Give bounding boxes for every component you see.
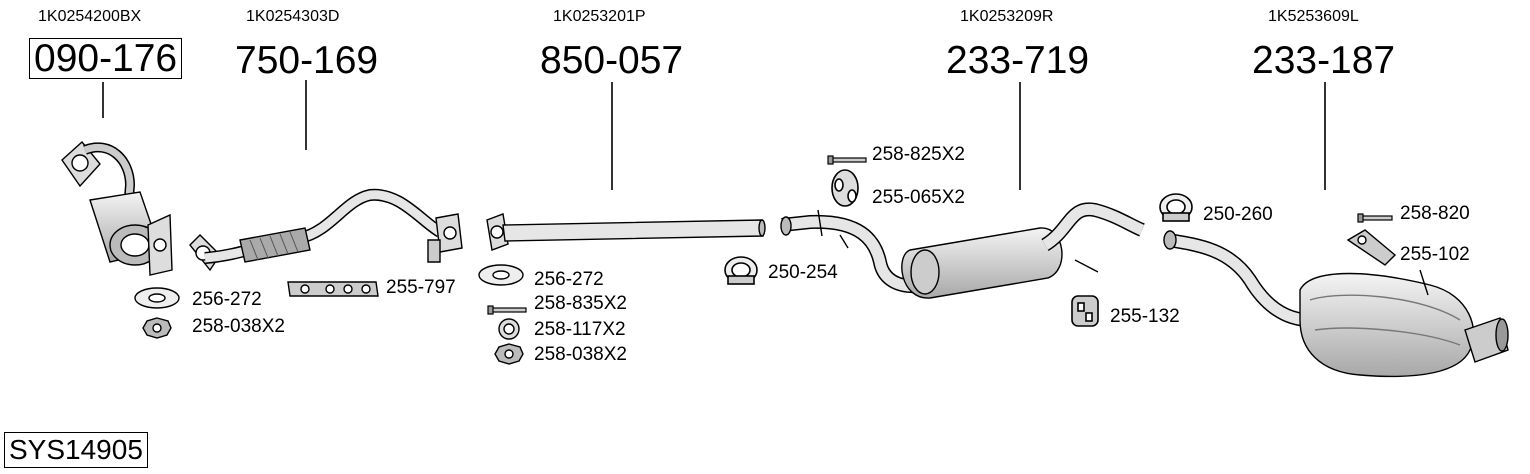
label-nut-2[interactable]: 258-038X2 [534, 344, 627, 365]
bolt-rear-part [1357, 213, 1393, 223]
center-muffler-part [780, 202, 1145, 299]
label-bolt-3[interactable]: 258-820 [1400, 203, 1470, 224]
bolt-middle-part [487, 305, 527, 315]
label-hanger-1[interactable]: 255-065X2 [872, 187, 965, 208]
ring-middle-part [498, 318, 520, 340]
system-code: SYS14905 [4, 432, 148, 468]
hanger-rear-block-part [1071, 295, 1099, 327]
label-hanger-3[interactable]: 255-102 [1400, 244, 1470, 265]
label-nut-1[interactable]: 258-038X2 [192, 316, 285, 337]
gasket-strip-part [287, 281, 379, 297]
catalytic-converter-part [61, 140, 173, 276]
part-number-3[interactable]: 850-057 [540, 39, 684, 82]
bolt-center-part [827, 155, 867, 165]
gasket-middle-part [478, 264, 524, 286]
rear-muffler-part [1163, 230, 1509, 378]
gasket-left-part [134, 287, 180, 309]
oem-number-1: 1K0254200BX [38, 8, 142, 25]
clamp-rear-part [1159, 193, 1193, 222]
label-bolt-2[interactable]: 258-825X2 [872, 144, 965, 165]
oem-number-3: 1K0253201P [553, 8, 646, 25]
part-number-5[interactable]: 233-187 [1252, 39, 1396, 82]
oem-number-5: 1K5253609L [1268, 8, 1359, 25]
hanger-center-part [831, 169, 859, 207]
label-bolt-1[interactable]: 258-835X2 [534, 293, 627, 314]
label-clamp-2[interactable]: 250-260 [1203, 204, 1273, 225]
part-number-4[interactable]: 233-719 [946, 39, 1090, 82]
label-ring-1[interactable]: 258-117X2 [534, 319, 626, 340]
part-number-1[interactable]: 090-176 [29, 38, 183, 79]
nut-left-part [142, 317, 172, 339]
oem-number-2: 1K0254303D [246, 8, 340, 25]
clamp-middle-part [724, 256, 758, 285]
label-hanger-2[interactable]: 255-132 [1110, 306, 1180, 327]
hanger-rear-bracket-part [1346, 229, 1397, 266]
middle-pipe-part [486, 213, 766, 251]
part-number-2[interactable]: 750-169 [235, 39, 379, 82]
nut-middle-part [494, 343, 524, 365]
oem-number-4: 1K0253209R [960, 8, 1054, 25]
label-gasket-3[interactable]: 256-272 [534, 269, 604, 290]
label-gasket-1[interactable]: 256-272 [192, 289, 262, 310]
front-pipe-part [189, 188, 463, 272]
label-gasket-2[interactable]: 255-797 [386, 277, 456, 298]
label-clamp-1[interactable]: 250-254 [768, 262, 838, 283]
